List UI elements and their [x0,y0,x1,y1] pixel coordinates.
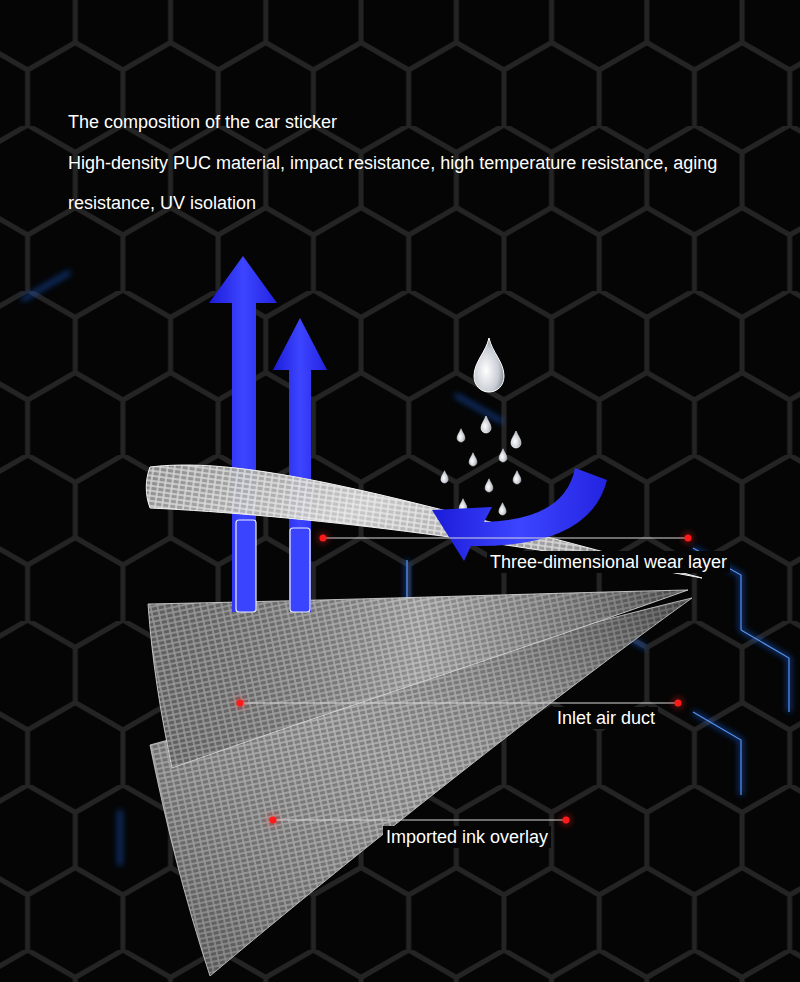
airflow-arrows [209,256,327,612]
callout-dots [234,532,694,826]
callout-label: Imported ink overlay [383,826,551,848]
airflow-bars [236,520,310,612]
air-duct-sheet [148,590,688,768]
water-drops [441,338,521,515]
leader-lines [240,538,688,820]
callout-label: Three-dimensional wear layer [487,551,730,573]
repel-arrow [432,468,607,561]
subtitle: High-density PUC material, impact resist… [68,143,784,223]
heading: The composition of the car sticker [68,110,337,134]
callout-label: Inlet air duct [554,707,658,729]
